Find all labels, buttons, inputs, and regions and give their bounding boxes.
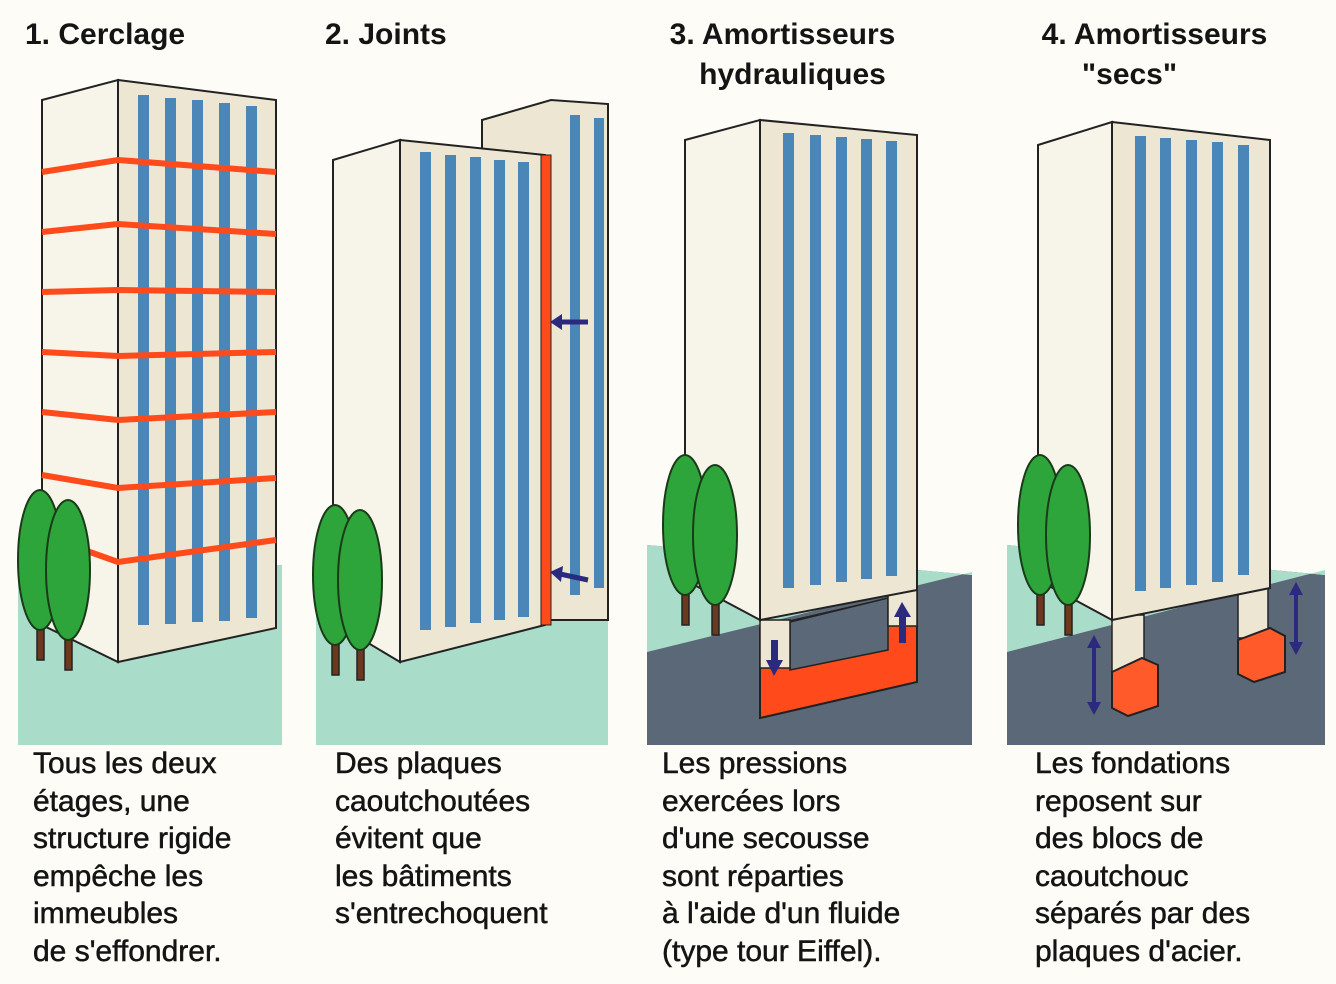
- windows: [420, 152, 529, 630]
- panel-4-dry-damper-illustration: [1007, 120, 1325, 745]
- panel-1-cerclage-illustration: [17, 78, 282, 745]
- windows: [783, 133, 897, 588]
- panel-3-hydraulic-illustration: [647, 118, 972, 745]
- windows: [138, 95, 257, 625]
- double-arrow-icon: [1087, 635, 1101, 715]
- arrow-left-icon: [550, 314, 588, 330]
- reinforcement-bands: [40, 156, 277, 566]
- panel-2-joints-illustration: [312, 98, 609, 745]
- rubber-joint: [540, 154, 552, 626]
- arrow-left-icon: [550, 566, 589, 583]
- rubber-block: [1111, 656, 1159, 718]
- arrow-up-icon: [894, 602, 911, 643]
- double-arrow-icon: [1289, 582, 1303, 655]
- panel-1-title: 1. Cerclage: [25, 18, 186, 51]
- windows: [1135, 136, 1249, 591]
- arrow-down-icon: [766, 640, 783, 676]
- rubber-block: [1237, 626, 1286, 684]
- panel-2-title: 2. Joints: [325, 18, 447, 51]
- panel-4-title: 4. Amortisseurs"secs": [1041, 18, 1268, 91]
